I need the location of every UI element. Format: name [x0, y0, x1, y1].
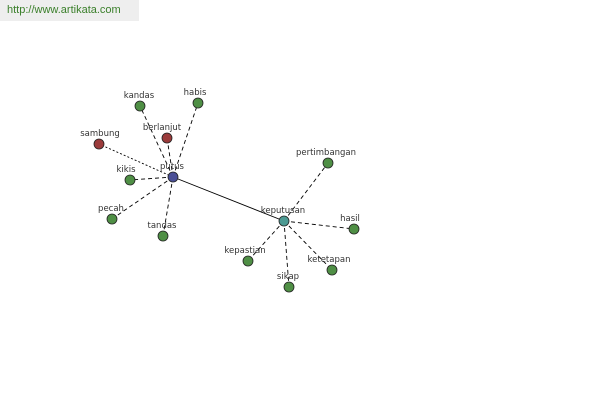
edge-keputusan-pertimbangan	[283, 162, 329, 222]
node-hasil[interactable]	[348, 223, 360, 235]
node-pertimbangan[interactable]	[322, 157, 334, 169]
node-kepastian[interactable]	[242, 255, 254, 267]
label-sambung: sambung	[80, 129, 119, 139]
label-ketetapan: ketetapan	[308, 255, 351, 265]
edge-putus-pecah	[111, 176, 174, 220]
label-putus: putus	[160, 162, 185, 172]
label-kepastian: kepastian	[224, 246, 265, 256]
graph-nodes	[93, 97, 360, 293]
node-kikis[interactable]	[124, 174, 136, 186]
watermark-url[interactable]: http://www.artikata.com	[7, 4, 121, 16]
label-kikis: kikis	[117, 165, 137, 175]
edge-putus-keputusan	[172, 176, 285, 222]
label-kandas: kandas	[124, 91, 155, 101]
graph-edges	[98, 102, 355, 288]
node-kandas[interactable]	[134, 100, 146, 112]
node-sambung[interactable]	[93, 138, 105, 150]
edge-putus-habis	[172, 102, 199, 178]
node-habis[interactable]	[192, 97, 204, 109]
label-berlanjut: berlanjut	[143, 123, 182, 133]
label-hasil: hasil	[340, 214, 360, 224]
edge-keputusan-hasil	[283, 220, 355, 230]
label-tandas: tandas	[148, 221, 178, 231]
edge-putus-sambung	[98, 143, 174, 178]
label-pertimbangan: pertimbangan	[296, 148, 356, 158]
edge-putus-kikis	[129, 176, 174, 181]
edge-keputusan-ketetapan	[283, 220, 333, 271]
node-keputusan[interactable]	[278, 215, 290, 227]
label-keputusan: keputusan	[261, 206, 305, 216]
node-berlanjut[interactable]	[161, 132, 173, 144]
label-sikap: sikap	[277, 272, 299, 282]
node-ketetapan[interactable]	[326, 264, 338, 276]
edge-putus-tandas	[162, 176, 174, 237]
node-tandas[interactable]	[157, 230, 169, 242]
node-pecah[interactable]	[106, 213, 118, 225]
node-putus[interactable]	[167, 171, 179, 183]
edge-putus-kandas	[139, 105, 174, 178]
edge-keputusan-kepastian	[247, 220, 285, 262]
label-pecah: pecah	[98, 204, 124, 214]
node-sikap[interactable]	[283, 281, 295, 293]
label-habis: habis	[184, 88, 207, 98]
watermark-bar: http://www.artikata.com	[0, 0, 139, 21]
graph-labels: putus keputusan kandas habis berlanjut sambun…	[80, 88, 360, 282]
